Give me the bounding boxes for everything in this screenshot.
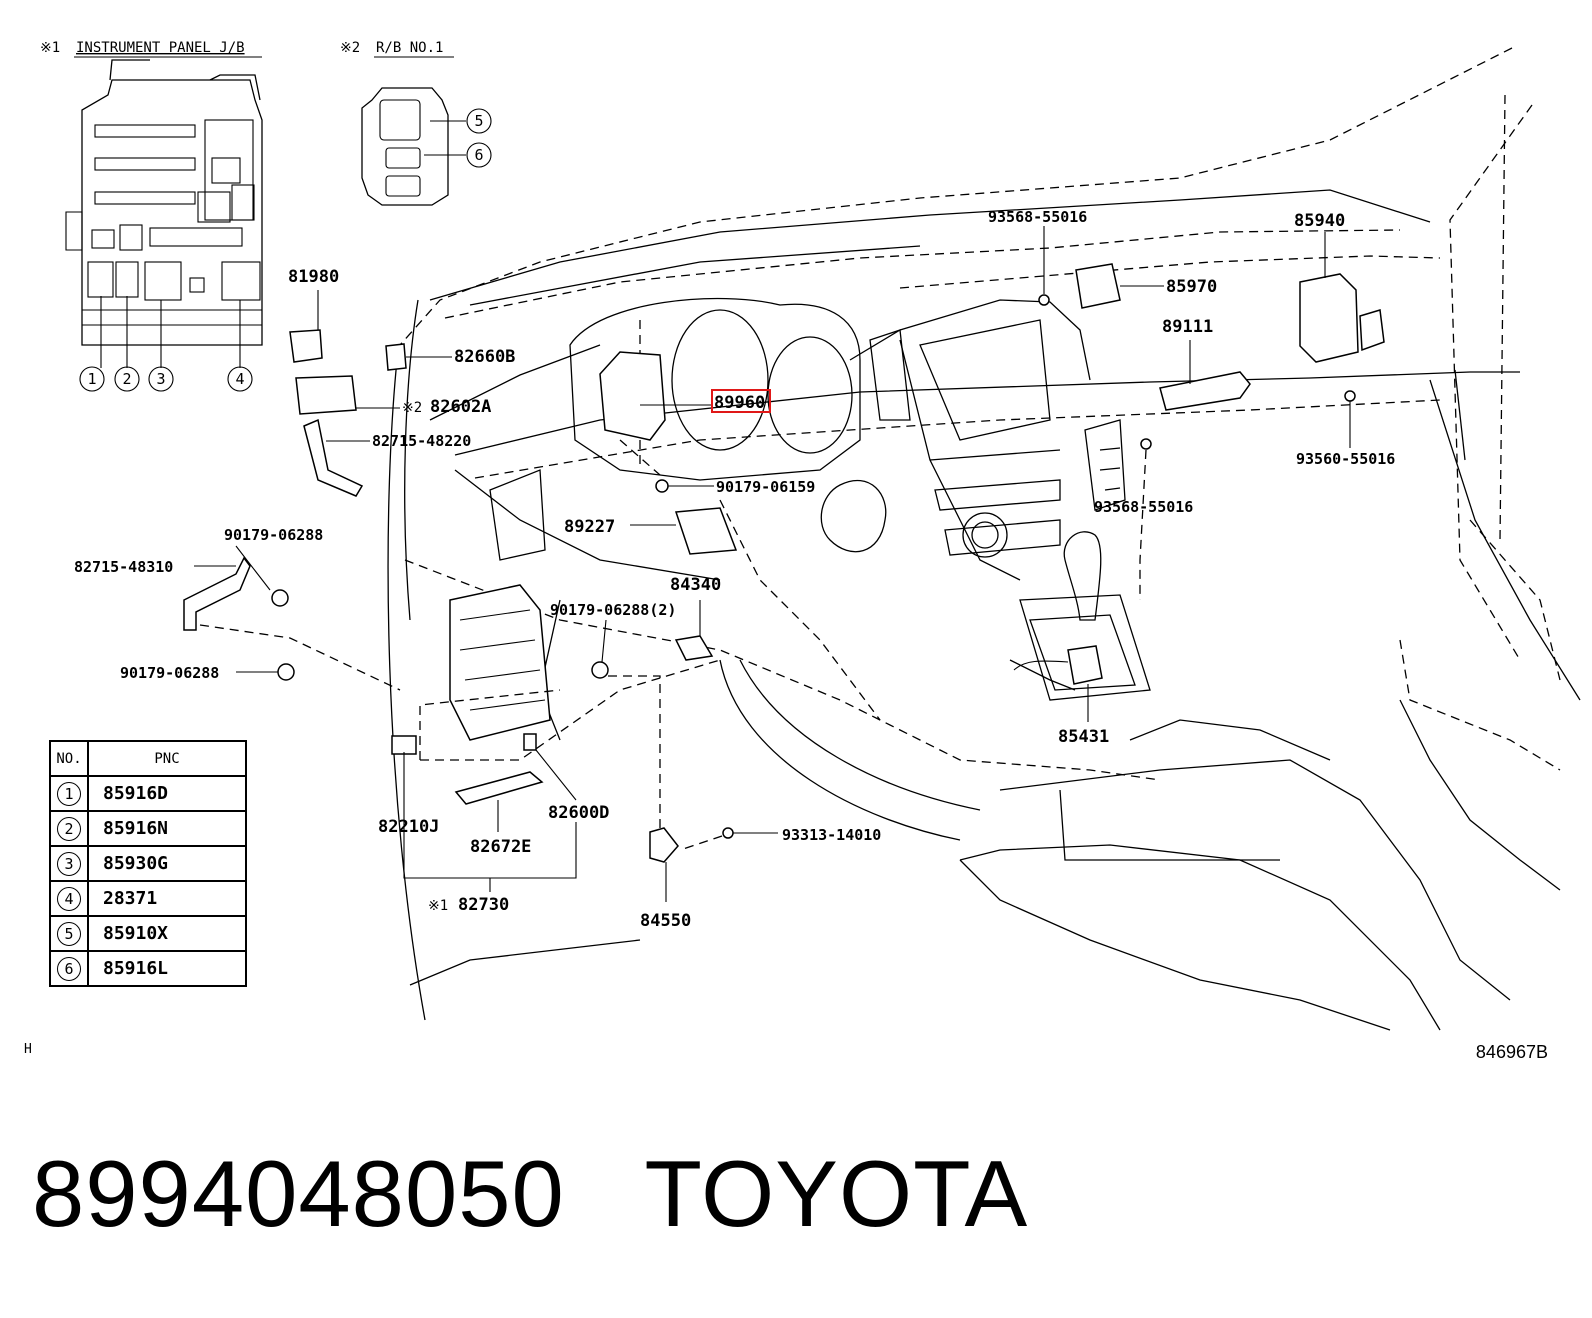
row-pnc: 85910X xyxy=(87,915,247,952)
label-90179-06288-2: 90179-06288(2) xyxy=(550,601,676,619)
svg-text:6: 6 xyxy=(474,146,483,164)
label-82602A: 82602A xyxy=(430,397,491,417)
switch-85431 xyxy=(1013,645,1103,722)
row-pnc: 28371 xyxy=(87,880,247,917)
label-82715-48310: 82715-48310 xyxy=(74,558,173,576)
table-header-pnc: PNC xyxy=(87,740,247,777)
callout-2: 2 xyxy=(114,366,140,392)
bracket-82715-48220 xyxy=(303,418,370,497)
module-89111 xyxy=(1159,340,1251,411)
table-row: 6 85916L xyxy=(49,950,247,987)
callout-4: 4 xyxy=(227,366,253,392)
row-number: 3 xyxy=(57,851,81,876)
pnc-table: NO. PNC 1 85916D 2 85916N 3 85930G 4 283… xyxy=(49,740,247,987)
instrument-cluster xyxy=(489,297,1126,581)
junction-block-82730 xyxy=(391,584,577,892)
svg-text:1: 1 xyxy=(87,370,96,388)
label-85970: 85970 xyxy=(1166,277,1217,297)
row-pnc: 85916D xyxy=(87,775,247,812)
diagram-code-right: 846967B xyxy=(1475,1042,1548,1062)
label-82660B: 82660B xyxy=(454,347,515,367)
label-84340: 84340 xyxy=(670,575,721,595)
bracket-82715-48310 xyxy=(183,545,401,691)
shift-console xyxy=(1009,531,1151,701)
table-row: 1 85916D xyxy=(49,775,247,812)
label-82210J: 82210J xyxy=(378,817,439,837)
clip-82660B xyxy=(385,343,452,371)
parts-diagram: ※1 INSTRUMENT PANEL J/B ※2 R/B NO.1 1 2 … xyxy=(40,40,1581,1031)
dashboard-outline xyxy=(387,47,1581,1031)
nut-90179-06288-b xyxy=(236,663,295,681)
row-number: 5 xyxy=(57,921,81,946)
junction-block-jb xyxy=(65,59,263,368)
module-85970 xyxy=(1075,263,1164,309)
table-row: 4 28371 xyxy=(49,880,247,917)
label-82715-48220: 82715-48220 xyxy=(372,432,471,450)
callout-1: 1 xyxy=(79,366,105,392)
sensor-84550 xyxy=(649,827,679,902)
jb-title: INSTRUMENT PANEL J/B xyxy=(76,40,245,56)
bolt-93568-55016-b xyxy=(1139,438,1152,600)
label-82730: 82730 xyxy=(458,895,509,915)
rb-title: R/B NO.1 xyxy=(376,40,443,56)
table-header-row: NO. PNC xyxy=(49,740,247,777)
relay-81980 xyxy=(289,290,323,363)
label-85431: 85431 xyxy=(1058,727,1109,747)
row-number: 1 xyxy=(57,781,81,806)
label-82602A-mark: ※2 xyxy=(402,400,422,416)
label-90179-06288-a: 90179-06288 xyxy=(224,526,323,544)
label-89960: 89960 xyxy=(714,393,765,413)
callout-6: 6 xyxy=(466,142,492,168)
row-pnc: 85916N xyxy=(87,810,247,847)
svg-text:5: 5 xyxy=(474,112,483,130)
row-pnc: 85916L xyxy=(87,950,247,987)
svg-text:3: 3 xyxy=(156,370,165,388)
label-93568-55016-a: 93568-55016 xyxy=(988,208,1087,226)
svg-text:4: 4 xyxy=(235,370,244,388)
row-number: 2 xyxy=(57,816,81,841)
caption-brand: TOYOTA xyxy=(644,1141,1029,1246)
bolt-93560-55016 xyxy=(1344,390,1356,448)
relay-85940 xyxy=(1299,232,1385,363)
relay-82602A xyxy=(295,375,400,415)
label-81980: 81980 xyxy=(288,267,339,287)
caption-part-number: 8994048050 xyxy=(32,1141,565,1246)
diagram-code-left: H xyxy=(24,1042,32,1057)
nut-90179-06159 xyxy=(655,479,714,493)
row-number: 4 xyxy=(57,886,81,911)
label-84550: 84550 xyxy=(640,911,691,931)
table-header-no: NO. xyxy=(49,740,89,777)
table-row: 5 85910X xyxy=(49,915,247,952)
label-93313-14010: 93313-14010 xyxy=(782,826,881,844)
table-row: 2 85916N xyxy=(49,810,247,847)
table-row: 3 85930G xyxy=(49,845,247,882)
label-90179-06159: 90179-06159 xyxy=(716,478,815,496)
label-85940: 85940 xyxy=(1294,211,1345,231)
relay-block-rb xyxy=(361,87,466,206)
sensor-84340 xyxy=(674,600,714,661)
callout-5: 5 xyxy=(466,108,492,134)
rb-mark: ※2 xyxy=(340,40,360,56)
label-82600D: 82600D xyxy=(548,803,609,823)
jb-mark: ※1 xyxy=(40,40,60,56)
label-90179-06288-b: 90179-06288 xyxy=(120,664,219,682)
ecu-89960 xyxy=(599,351,712,476)
label-93568-55016-b: 93568-55016 xyxy=(1094,498,1193,516)
callout-3: 3 xyxy=(148,366,174,392)
svg-text:2: 2 xyxy=(122,370,131,388)
clip-90179-06288-2 xyxy=(591,619,661,828)
caption: 8994048050 TOYOTA xyxy=(32,1140,1028,1248)
highlight-box-89960 xyxy=(711,389,771,413)
row-pnc: 85930G xyxy=(87,845,247,882)
label-89111: 89111 xyxy=(1162,317,1213,337)
switch-89227 xyxy=(630,507,738,555)
bolt-93568-55016-a xyxy=(1038,226,1050,306)
label-93560-55016: 93560-55016 xyxy=(1296,450,1395,468)
screw-93313-14010 xyxy=(679,827,778,851)
label-82730-mark: ※1 xyxy=(428,898,448,914)
row-number: 6 xyxy=(57,956,81,981)
label-89227: 89227 xyxy=(564,517,615,537)
label-82672E: 82672E xyxy=(470,837,531,857)
